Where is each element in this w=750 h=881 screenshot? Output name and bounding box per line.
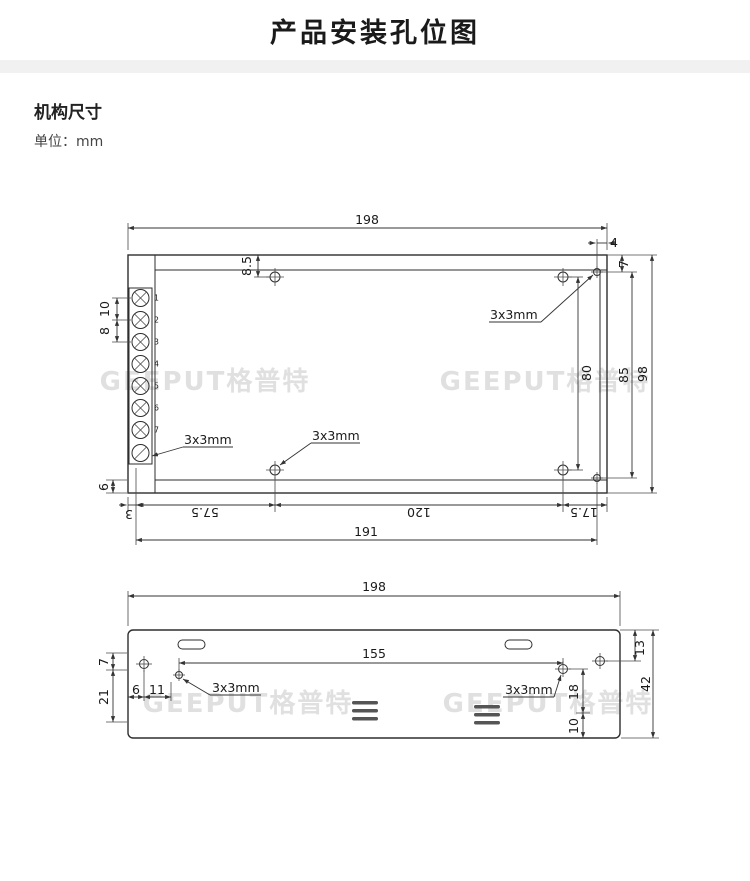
dimension-lines-top <box>110 225 655 543</box>
chassis-outline <box>127 254 608 494</box>
dim-pitch-b-label: 8 <box>97 327 112 335</box>
dim-offset-b-label: 21 <box>96 689 111 705</box>
top-view-drawing: 1 2 3 4 5 6 7 <box>96 212 657 545</box>
dim-width-holes-label: 155 <box>362 646 386 661</box>
watermark-text: GEEPUT格普特 <box>143 688 354 719</box>
watermarks: GEEPUT格普特 GEEPUT格普特 GEEPUT格普特 GEEPUT格普特 <box>100 366 652 719</box>
hole-leaders-bottom <box>182 674 562 698</box>
dim-height-mid-label: 85 <box>616 367 631 383</box>
dim-bottom-b-label: 57.5 <box>191 505 219 520</box>
dim-bottom-c-label: 120 <box>407 505 431 520</box>
dim-bottom-a-label: 3 <box>125 507 133 522</box>
dim-offset-e-label: 18 <box>566 684 581 700</box>
hole-size-label: 3x3mm <box>184 432 232 447</box>
watermark-text: GEEPUT格普特 <box>440 366 651 397</box>
terminal-number: 7 <box>154 426 159 435</box>
dim-offset-top-right-label: 13 <box>632 640 647 656</box>
base-outline <box>127 629 621 739</box>
dim-height-holes-label: 80 <box>579 365 594 381</box>
terminal-number: 4 <box>154 360 159 369</box>
terminal-number: 5 <box>154 382 159 391</box>
dim-pitch-a-label: 10 <box>97 301 112 317</box>
mounting-holes-bottom-view <box>136 639 608 681</box>
terminal-number: 1 <box>154 294 159 303</box>
hole-size-label: 3x3mm <box>312 428 360 443</box>
dim-offset-a-label: 7 <box>96 658 111 666</box>
watermark-text: GEEPUT格普特 <box>100 366 311 397</box>
section-title: 机构尺寸 <box>34 103 102 123</box>
terminal-block: 1 2 3 4 5 6 7 <box>128 287 159 465</box>
hole-leaders-top <box>151 274 594 466</box>
dim-bottom-d-label: 17.5 <box>570 505 598 520</box>
header-divider <box>0 60 750 73</box>
dim-height-total-label: 98 <box>635 366 650 382</box>
dim-offset-top-right-label: 7 <box>616 260 631 268</box>
page-title: 产品安装孔位图 <box>270 17 480 49</box>
hole-size-label: 3x3mm <box>490 307 538 322</box>
dim-height-total-label: 42 <box>638 676 653 692</box>
dim-offset-top-left-label: 8.5 <box>239 256 254 276</box>
dim-offset-bottom-left-label: 6 <box>96 483 111 491</box>
dimension-lines-bottom <box>110 593 656 738</box>
dim-width-total-label: 198 <box>355 212 379 227</box>
hole-size-label: 3x3mm <box>212 680 260 695</box>
bottom-view-drawing: 198 155 13 42 7 21 6 11 3x3mm 3x3mm 18 1… <box>96 579 659 739</box>
dim-offset-f-label: 10 <box>566 718 581 734</box>
dim-offset-right-label: 4 <box>610 235 618 250</box>
hole-size-label: 3x3mm <box>505 682 553 697</box>
dim-width-total-label: 198 <box>362 579 386 594</box>
ground-screw <box>131 444 150 462</box>
terminal-number: 2 <box>154 316 159 325</box>
unit-label: 单位：mm <box>34 134 104 150</box>
terminal-number: 3 <box>154 338 159 347</box>
extension-lines-top <box>106 223 657 545</box>
vent-slots <box>352 701 500 725</box>
dim-offset-c-label: 6 <box>132 682 140 697</box>
dim-offset-d-label: 11 <box>149 682 165 697</box>
terminal-number: 6 <box>154 404 159 413</box>
dim-bottom-total-label: 191 <box>354 524 378 539</box>
page-header: 产品安装孔位图 <box>0 0 750 60</box>
